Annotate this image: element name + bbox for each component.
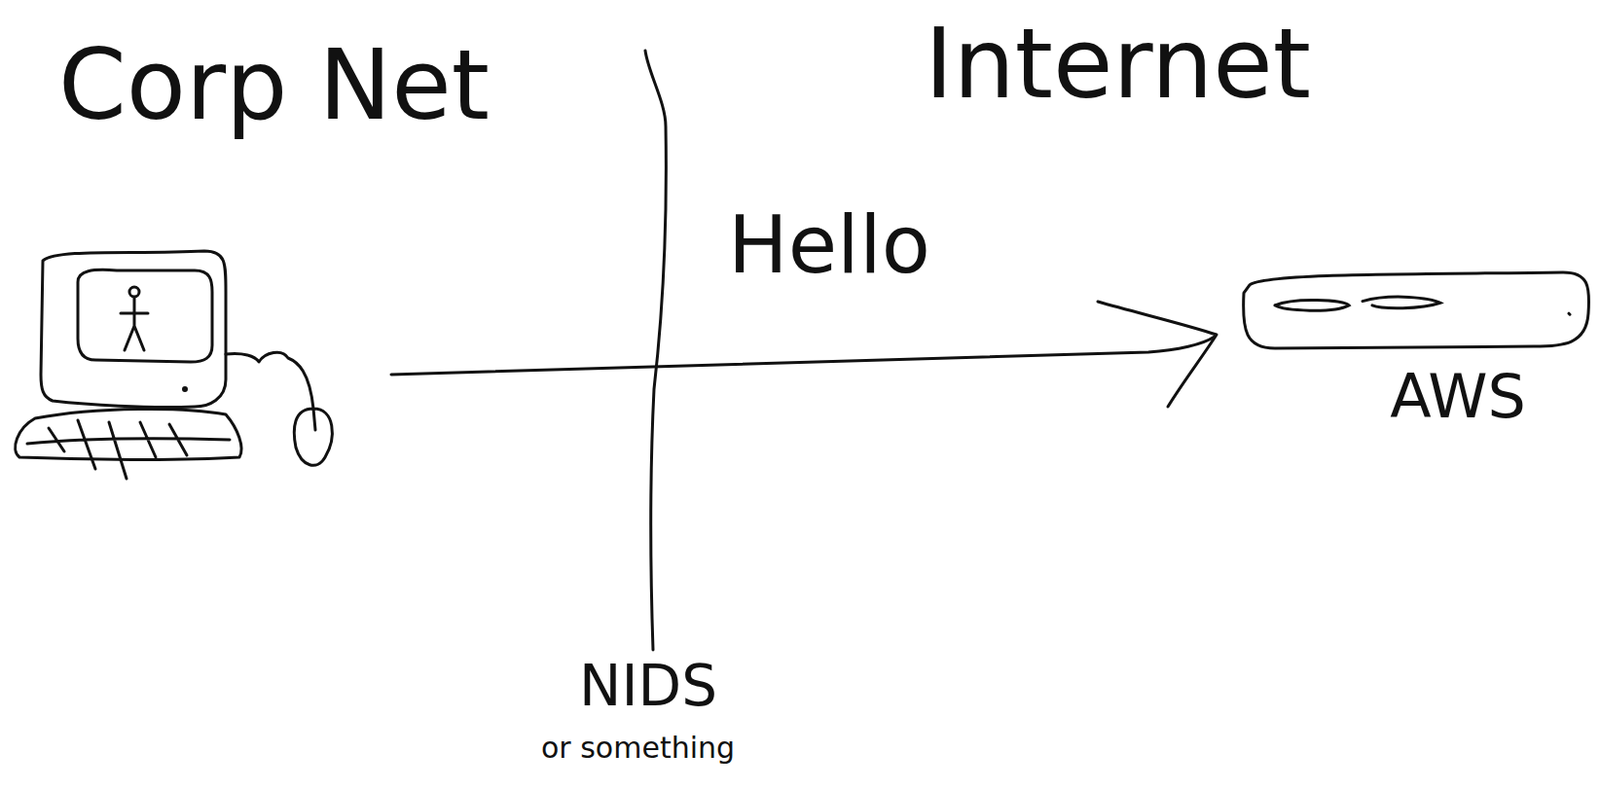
monitor — [40, 251, 226, 408]
server-slots — [1274, 296, 1570, 315]
server-node: AWS — [1236, 268, 1593, 431]
arrow-line — [391, 336, 1215, 375]
stick-figure-head — [129, 287, 140, 297]
keys — [27, 420, 230, 479]
keyboard — [15, 408, 242, 460]
region-label: Corp Net — [58, 29, 490, 142]
mouse — [293, 408, 332, 466]
message-label: Hello — [727, 199, 931, 291]
power-dot — [183, 388, 187, 392]
arrow-head — [1097, 301, 1217, 407]
mouse-cord — [225, 352, 314, 409]
screen — [77, 269, 213, 363]
region-label: Internet — [924, 7, 1311, 120]
boundary-line — [645, 50, 666, 651]
note-label: or something — [541, 731, 735, 766]
stick-figure — [120, 297, 148, 351]
server-label: AWS — [1236, 363, 1593, 431]
server-outline — [1243, 272, 1590, 349]
component-label: NIDS — [579, 654, 718, 720]
